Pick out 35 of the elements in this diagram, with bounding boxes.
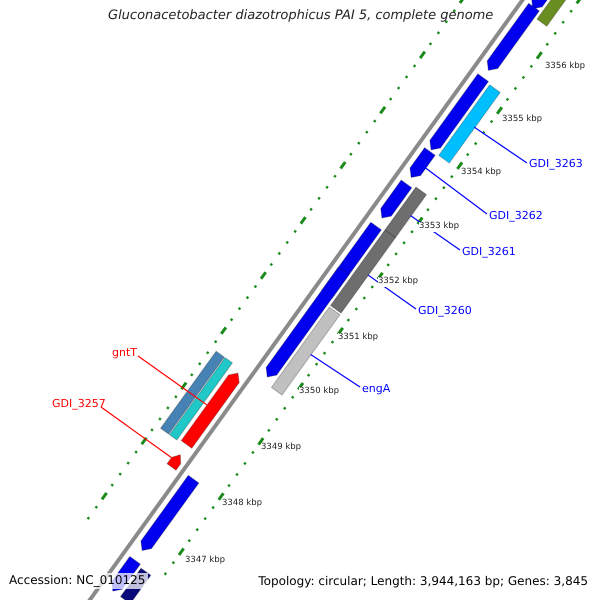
leader-line — [368, 274, 416, 310]
tick-label: 3349 kbp — [261, 443, 302, 453]
tick-label: 3347 kbp — [185, 556, 226, 566]
gene-feature — [409, 147, 436, 178]
gene-label: GDI_3261 — [462, 246, 516, 259]
gene-label: GDI_3263 — [529, 158, 583, 171]
leader-line — [424, 167, 488, 214]
gene-feature — [438, 84, 501, 164]
leader-line — [474, 126, 528, 164]
tick-label: 3353 kbp — [419, 222, 460, 232]
accession-text: Accession: NC_010125 — [6, 573, 148, 589]
gene-feature — [168, 356, 234, 441]
tick-label: 3351 kbp — [338, 333, 378, 343]
gene-feature — [180, 372, 240, 449]
gene-label: gntT — [112, 347, 137, 360]
gene-label: GDI_3262 — [489, 210, 543, 223]
gene-feature — [380, 179, 412, 219]
gene-feature — [160, 350, 225, 435]
tick-label: 3348 kbp — [222, 499, 262, 509]
tick-label: 3355 kbp — [502, 115, 542, 125]
gene-feature — [166, 454, 182, 471]
leader-line — [138, 356, 208, 406]
genome-info-text: Topology: circular; Length: 3,944,163 bp; Genes: 3,845 — [256, 574, 590, 590]
leader-line — [100, 406, 172, 458]
gene-feature — [140, 474, 200, 552]
tick-label: 3354 kbp — [461, 168, 502, 178]
map-title: Gluconacetobacter diazotrophicus PAI 5, complete genome — [108, 9, 494, 24]
gene-feature — [429, 73, 490, 150]
tick-label: 3350 kbp — [299, 387, 340, 397]
tick-label: 3356 kbp — [545, 62, 586, 72]
gene-label: engA — [362, 383, 390, 396]
tick-label: 3352 kbp — [378, 277, 418, 287]
gene-label: GDI_3260 — [418, 305, 472, 318]
leader-line — [310, 354, 360, 388]
gene-label: GDI_3257 — [52, 398, 106, 411]
